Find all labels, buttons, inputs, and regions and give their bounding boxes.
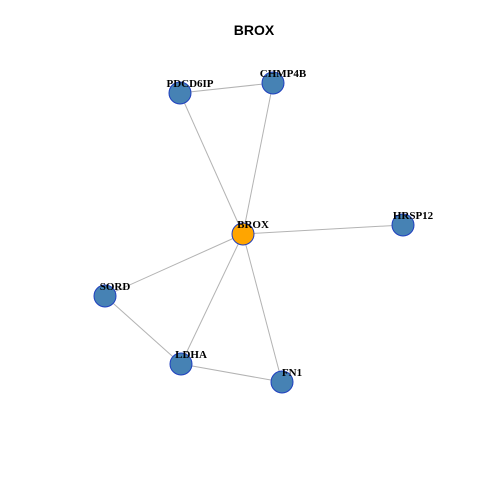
node-label-brox: BROX [237, 219, 269, 231]
node-hrsp12: HRSP12 [391, 210, 434, 237]
node-label-hrsp12: HRSP12 [393, 210, 434, 222]
node-chmp4b: CHMP4B [260, 68, 307, 95]
node-circle-brox [231, 222, 255, 246]
node-label-pdcd6ip: PDCD6IP [166, 78, 213, 90]
node-label-fn1: FN1 [282, 367, 302, 379]
node-circle-ldha [169, 352, 193, 376]
node-fn1: FN1 [270, 367, 302, 394]
node-label-sord: SORD [100, 281, 131, 293]
node-circle-fn1 [270, 370, 294, 394]
edge-ldha-fn1 [180, 363, 283, 383]
edge-pdcd6ip-chmp4b [179, 82, 274, 94]
diagram-title: BROX [234, 22, 275, 38]
edge-brox-ldha [180, 233, 244, 365]
node-sord: SORD [93, 281, 131, 308]
edge-brox-sord [104, 233, 244, 297]
edge-brox-hrsp12 [242, 224, 404, 235]
node-label-chmp4b: CHMP4B [260, 68, 307, 80]
node-pdcd6ip: PDCD6IP [166, 78, 214, 105]
node-label-ldha: LDHA [175, 349, 207, 361]
node-circle-pdcd6ip [168, 81, 192, 105]
edge-layer [104, 82, 404, 383]
node-ldha: LDHA [169, 349, 207, 376]
edge-sord-ldha [104, 295, 182, 365]
node-brox: BROX [231, 219, 269, 246]
edge-chmp4b-brox [242, 82, 274, 235]
node-circle-chmp4b [261, 71, 285, 95]
node-circle-sord [93, 284, 117, 308]
node-circle-hrsp12 [391, 213, 415, 237]
edge-brox-fn1 [242, 233, 283, 383]
edge-pdcd6ip-brox [179, 92, 244, 235]
